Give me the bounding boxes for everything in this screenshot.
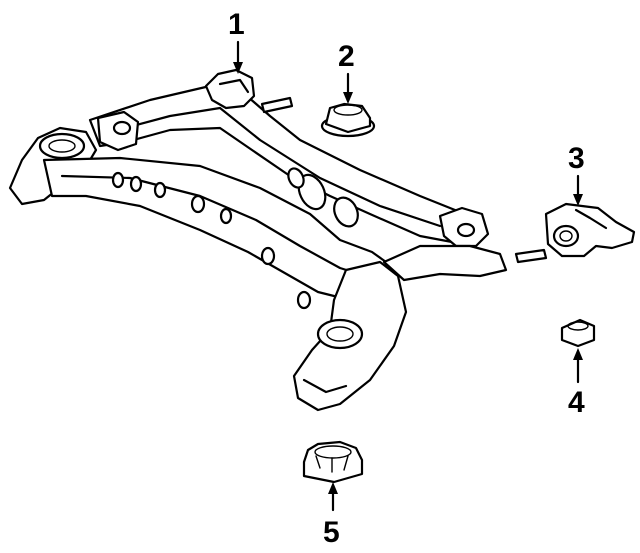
callout-5: 5 [323, 516, 340, 549]
crossmember-assembly [8, 68, 548, 412]
callout-4: 4 [568, 386, 585, 419]
leader-lines [233, 40, 583, 512]
upper-cushion [320, 102, 376, 138]
callout-3: 3 [568, 142, 585, 175]
callout-2: 2 [338, 40, 355, 73]
stopper [560, 318, 596, 348]
rear-mount-bracket [544, 202, 636, 258]
lower-cushion [302, 440, 364, 484]
callout-1: 1 [228, 8, 245, 41]
